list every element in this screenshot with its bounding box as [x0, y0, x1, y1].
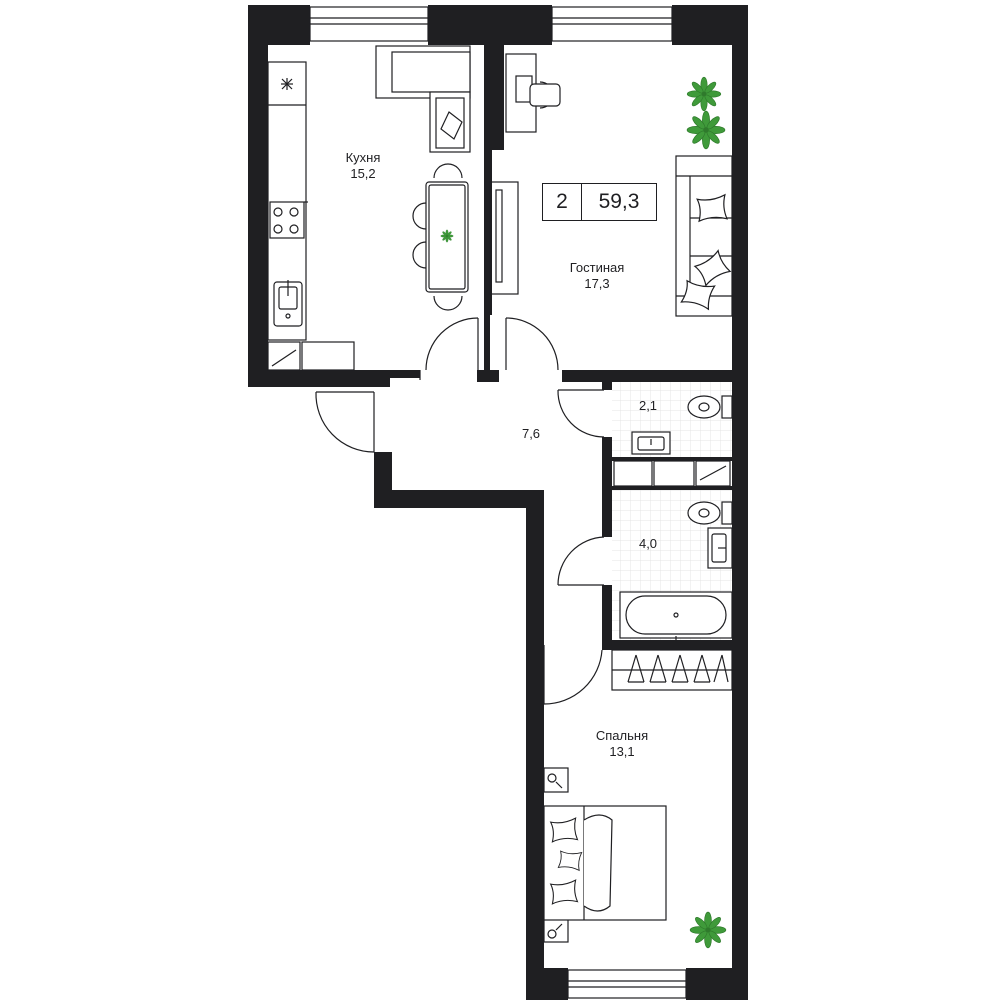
desk-icon	[505, 53, 561, 133]
plant-icon	[686, 76, 722, 112]
toilet-area: 2,1	[638, 398, 658, 413]
kitchen-name: Кухня	[345, 150, 381, 165]
apartment-summary-badge: 2 59,3	[542, 183, 657, 221]
sofa-icon	[375, 45, 471, 153]
plant-icon	[686, 110, 726, 150]
sink-icon	[631, 431, 671, 455]
hall-area: 7,6	[521, 426, 541, 441]
living-label: Гостиная 17,3	[570, 260, 625, 292]
living-name: Гостиная	[569, 260, 625, 275]
sink-icon	[707, 527, 733, 569]
bedroom-area: 13,1	[609, 744, 635, 759]
nightstand-icon	[543, 917, 569, 943]
wardrobe-icon	[611, 649, 733, 691]
plant-icon	[689, 911, 727, 949]
sink-icon	[273, 280, 303, 327]
bathtub-icon	[619, 591, 733, 640]
kitchen-counter	[267, 61, 355, 371]
bedroom-name: Спальня	[595, 728, 649, 743]
toilet-icon	[687, 501, 733, 525]
windows	[309, 6, 687, 999]
fan-icon	[281, 78, 293, 90]
bathroom-area: 4,0	[638, 536, 658, 551]
toilet-icon	[687, 395, 733, 419]
total-area: 59,3	[598, 190, 640, 213]
nightstand-icon	[543, 767, 569, 793]
toilet-floor-tiles	[612, 382, 734, 457]
kitchen-label: Кухня 15,2	[346, 150, 381, 182]
doors	[315, 317, 605, 705]
bedroom-label: Спальня 13,1	[596, 728, 648, 760]
tv-stand-icon	[489, 181, 519, 295]
walls	[248, 5, 748, 1000]
kitchen-area: 15,2	[350, 166, 376, 181]
storage-shelves	[613, 460, 731, 487]
living-area: 17,3	[584, 276, 610, 291]
stove-icon	[269, 201, 308, 239]
dining-table-icon	[412, 163, 469, 311]
rooms-count: 2	[543, 184, 582, 220]
